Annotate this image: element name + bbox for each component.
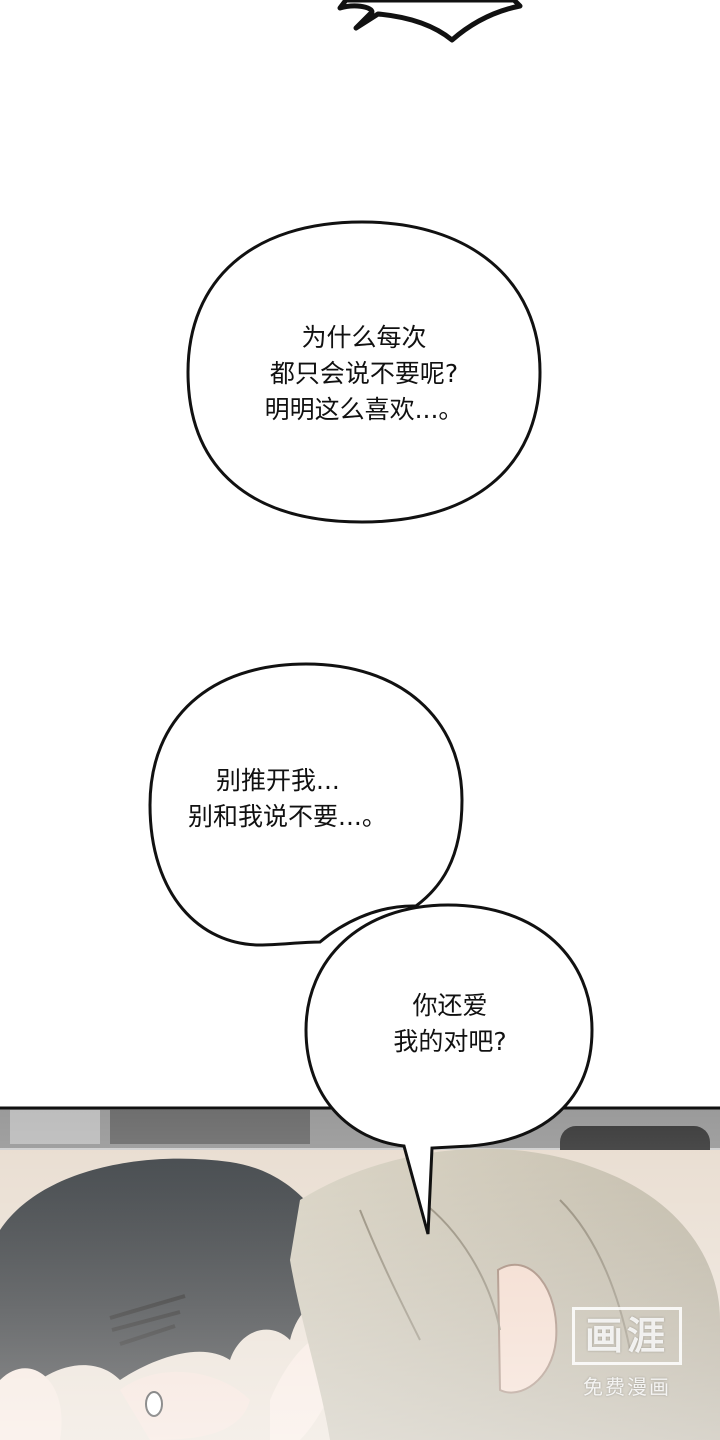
watermark-main: 画涯 — [571, 1307, 682, 1365]
comic-panel — [0, 1106, 720, 1440]
bubble-2-line-1: 别推开我... — [216, 766, 340, 795]
bubble-3-line-2: 我的对吧? — [393, 1027, 507, 1056]
bubble-1-line-1: 为什么每次 — [301, 323, 427, 352]
bubble-3-line-1: 你还爱 — [412, 991, 488, 1020]
watermark-sub: 免费漫画 — [582, 1375, 671, 1399]
speech-bubble-3-shape — [304, 903, 594, 1235]
bubble-1-line-3: 明明这么喜欢...。 — [264, 395, 464, 424]
top-bubble-edge — [337, 0, 523, 43]
speech-bubble-1-text: 为什么每次 都只会说不要呢? 明明这么喜欢...。 — [238, 320, 490, 428]
speech-bubble-1-shape — [186, 220, 542, 524]
watermark-logo: 画涯 免费漫画 — [571, 1307, 682, 1400]
bubble-2-line-2: 别和我说不要...。 — [188, 802, 387, 831]
speech-bubble-2-text: 别推开我... 别和我说不要...。 — [180, 763, 430, 835]
speech-bubble-2-shape — [148, 662, 464, 947]
speech-bubble-3-text: 你还爱 我的对吧? — [350, 988, 550, 1060]
bubble-1-line-2: 都只会说不要呢? — [269, 359, 459, 388]
